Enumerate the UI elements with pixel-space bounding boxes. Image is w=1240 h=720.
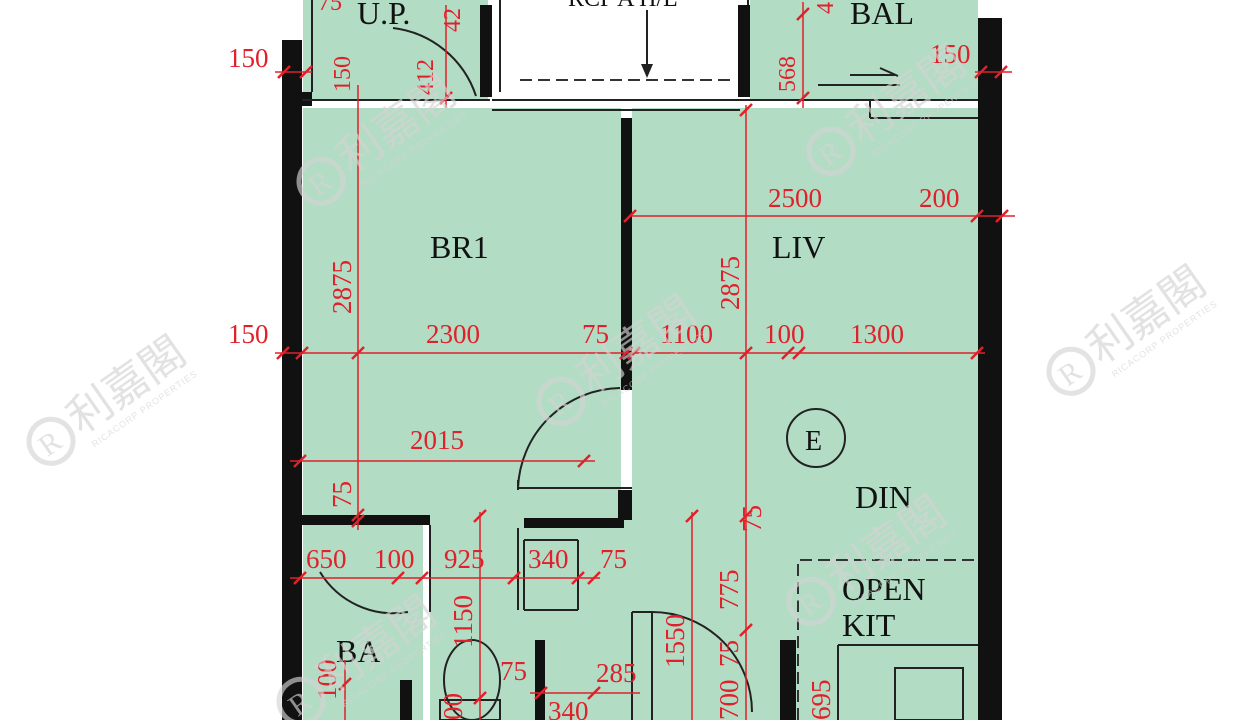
door-swing-kit xyxy=(651,611,753,713)
dim-285: 285 xyxy=(596,658,637,688)
dim-150-topleft: 150 xyxy=(228,43,269,73)
watermark-5: R 利嘉閣 RICACORP PROPERTIES xyxy=(1046,257,1219,396)
dim-100-ba: 100 xyxy=(374,544,415,574)
dim-75-mid: 75 xyxy=(582,319,609,349)
dim-1100: 1100 xyxy=(660,319,713,349)
dim-4-top: 4 xyxy=(813,2,839,14)
dim-75-br: 75 xyxy=(327,481,357,508)
e-symbol xyxy=(786,408,846,468)
watermark-1: R 利嘉閣 RICACORP PROPERTIES xyxy=(26,327,199,466)
room-label-open: OPEN xyxy=(842,571,926,607)
bal-floor xyxy=(750,0,978,100)
dim-100-mid: 100 xyxy=(764,319,805,349)
dim-2875-left: 2875 xyxy=(327,260,357,314)
room-label-liv: LIV xyxy=(772,229,825,265)
dim-150-up: 150 xyxy=(330,56,356,92)
open-kit-outline xyxy=(797,559,978,720)
dim-925: 925 xyxy=(444,544,485,574)
sink-icon xyxy=(894,667,964,720)
arrow-down-icon xyxy=(641,64,653,78)
dim-1550: 1550 xyxy=(660,614,690,668)
liv-din-floor xyxy=(632,108,978,720)
up-floor xyxy=(303,0,488,100)
dim-75-low: 75 xyxy=(500,656,527,686)
dim-695: 695 xyxy=(806,680,836,720)
room-label-rcp: RCP A H/L xyxy=(568,0,678,12)
dim-150-topright: 150 xyxy=(930,39,971,69)
room-label-din: DIN xyxy=(855,479,912,515)
dim-00: 00 xyxy=(438,693,468,720)
corridor-link xyxy=(540,600,640,720)
dim-200: 200 xyxy=(919,183,960,213)
room-label-ba: BA xyxy=(336,633,380,669)
room-label-bal: BAL xyxy=(850,0,914,31)
dim-2875-mid: 2875 xyxy=(715,256,745,310)
dim-412: 412 xyxy=(413,59,439,95)
dim-650: 650 xyxy=(306,544,347,574)
br1-floor xyxy=(303,108,621,520)
dim-1150: 1150 xyxy=(448,595,478,648)
e-symbol-label: E xyxy=(805,426,822,457)
dim-340-top: 340 xyxy=(528,544,569,574)
dim-1300: 1300 xyxy=(850,319,904,349)
door-swing-ba xyxy=(319,571,409,615)
room-label-br1: BR1 xyxy=(430,229,489,265)
dim-340-bottom: 340 xyxy=(548,696,589,720)
door-swing-up xyxy=(392,27,477,97)
dim-42: 42 xyxy=(440,8,466,32)
dim-2015: 2015 xyxy=(410,425,464,455)
dim-100-left: 100 xyxy=(312,660,342,701)
dim-75-low2: 75 xyxy=(714,640,744,667)
dimension-ticks xyxy=(276,7,1009,705)
dim-568: 568 xyxy=(775,56,801,92)
room-label-kit: KIT xyxy=(842,607,896,643)
dim-75-vert: 75 xyxy=(737,505,767,532)
dim-775: 775 xyxy=(714,570,744,611)
dim-2300: 2300 xyxy=(426,319,480,349)
room-label-up: U.P. xyxy=(357,0,410,31)
dim-150-midleft: 150 xyxy=(228,319,269,349)
dim-2500: 2500 xyxy=(768,183,822,213)
dimension-lines xyxy=(275,2,1015,720)
dimension-labels: 150 75 150 412 42 4 568 150 2500 200 287… xyxy=(228,0,971,720)
dim-75-right: 75 xyxy=(600,544,627,574)
dim-700: 700 xyxy=(714,680,744,720)
walls xyxy=(282,5,1002,720)
toilet-icon xyxy=(443,639,501,720)
dim-75-top: 75 xyxy=(318,0,342,16)
rcp-area xyxy=(500,0,750,92)
